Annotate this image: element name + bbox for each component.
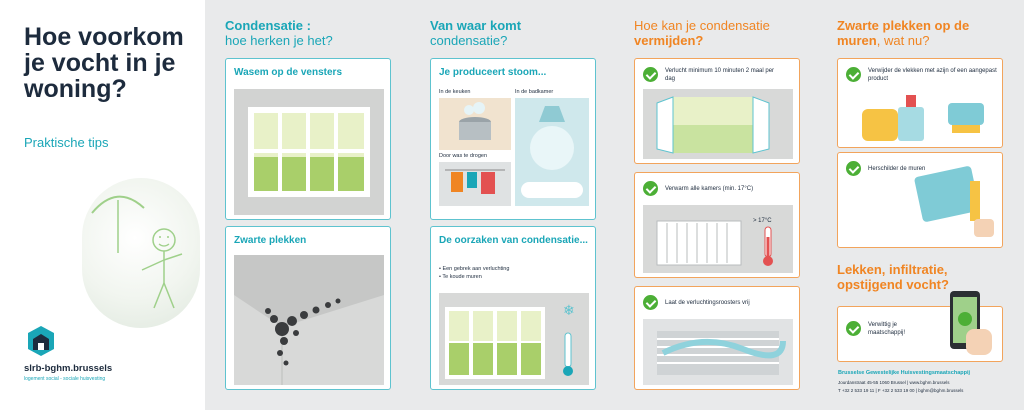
label-bathroom: In de badkamer bbox=[515, 89, 554, 95]
tip-remove-spots-text: Verwijder de vlekken met azijn of een aa… bbox=[868, 68, 997, 82]
check-icon bbox=[846, 161, 861, 176]
card-title: Wasem op de vensters bbox=[234, 67, 343, 78]
card-tip-contact: Verwittig je maatschappij! bbox=[837, 291, 1003, 362]
card-steam-sources: Je produceert stoom... In de keuken In d… bbox=[430, 58, 596, 220]
col1-heading: Condensatie : hoe herken je het? bbox=[225, 18, 333, 48]
col1-heading-normal: hoe herken je het? bbox=[225, 33, 333, 48]
logo-icon bbox=[28, 326, 54, 356]
tip-ventilate-text: Verlucht minimum 10 minuten 2 maal per d… bbox=[665, 68, 775, 82]
tip-vents-text: Laat de verluchtingsroosters vrij bbox=[665, 300, 750, 306]
card-tip-repaint: Herschilder de muren bbox=[837, 152, 1003, 248]
card-window-condensation: Wasem op de vensters bbox=[225, 58, 391, 220]
cleaning-spray-illustration bbox=[862, 95, 984, 141]
col2-heading-bold: Van waar komt bbox=[430, 18, 522, 33]
bathroom-steam-illustration bbox=[515, 98, 589, 206]
col4-heading-2: Lekken, infiltratie, opstijgend vocht? bbox=[837, 262, 949, 292]
label-kitchen: In de keuken bbox=[439, 89, 471, 95]
col3-heading-normal: Hoe kan je condensatie bbox=[634, 18, 770, 33]
check-icon bbox=[643, 295, 658, 310]
left-panel: Hoe voorkom je vocht in je woning? Prakt… bbox=[0, 0, 205, 410]
window-condensation-illustration bbox=[234, 89, 384, 215]
tip-repaint-text: Herschilder de muren bbox=[868, 166, 926, 172]
tip-heat-text: Verwarm alle kamers (min. 17°C) bbox=[665, 186, 754, 192]
temperature-label: > 17°C bbox=[753, 218, 772, 224]
col4-heading-bold: Zwarte plekken op de muren bbox=[837, 18, 970, 48]
cause-cold-walls: • Te koude muren bbox=[439, 274, 482, 280]
bubble-illustration bbox=[82, 178, 200, 328]
check-icon bbox=[846, 321, 861, 336]
footer-organization: Brusselse Gewestelijke Huisvestingsmaats… bbox=[838, 370, 971, 376]
radiator-illustration bbox=[643, 205, 793, 273]
page-subtitle: Praktische tips bbox=[24, 135, 109, 150]
boiling-pot-illustration bbox=[439, 98, 511, 150]
col1-heading-bold: Condensatie : bbox=[225, 18, 311, 33]
open-window-illustration bbox=[643, 89, 793, 159]
mold-corner-illustration bbox=[234, 255, 384, 385]
label-drying: Door was te drogen bbox=[439, 153, 487, 159]
col3-heading: Hoe kan je condensatie vermijden? bbox=[634, 18, 770, 48]
col4-heading-normal: , wat nu? bbox=[876, 33, 930, 48]
footer-address: Jourdanstraat 45-55 1060 Brussel | www.b… bbox=[838, 380, 950, 385]
card-tip-ventilate: Verlucht minimum 10 minuten 2 maal per d… bbox=[634, 58, 800, 164]
phone-illustration bbox=[950, 291, 992, 355]
col3-heading-bold: vermijden? bbox=[634, 33, 704, 48]
col2-heading: Van waar komt condensatie? bbox=[430, 18, 521, 48]
footer-contact: T +32 2 533 19 11 | F +32 2 533 19 00 | … bbox=[838, 388, 964, 393]
card-tip-vents: Laat de verluchtingsroosters vrij bbox=[634, 286, 800, 390]
card-black-spots: Zwarte plekken bbox=[225, 226, 391, 390]
card-title: De oorzaken van condensatie... bbox=[439, 235, 588, 246]
logo-name: slrb-bghm.brussels bbox=[24, 363, 113, 374]
main-panel: Condensatie : hoe herken je het? Wasem o… bbox=[205, 0, 1024, 410]
paint-roller-illustration bbox=[914, 166, 994, 237]
check-icon bbox=[643, 67, 658, 82]
check-icon bbox=[643, 181, 658, 196]
vent-grille-illustration bbox=[643, 319, 793, 385]
col2-heading-normal: condensatie? bbox=[430, 33, 508, 48]
umbrella-man-illustration bbox=[91, 195, 183, 309]
card-causes: De oorzaken van condensatie... • Een geb… bbox=[430, 226, 596, 390]
drying-rack-illustration bbox=[439, 162, 511, 206]
svg-text:❄: ❄ bbox=[563, 303, 575, 319]
card-title: Je produceert stoom... bbox=[439, 67, 547, 78]
card-tip-remove-spots: Verwijder de vlekken met azijn of een aa… bbox=[837, 58, 1003, 148]
card-title: Zwarte plekken bbox=[234, 235, 307, 246]
check-icon bbox=[846, 67, 861, 82]
tip-contact-text: Verwittig je maatschappij! bbox=[868, 322, 906, 336]
page-title: Hoe voorkom je vocht in je woning? bbox=[24, 23, 184, 103]
logo-tagline: logement social - sociale huisvesting bbox=[24, 376, 106, 382]
window-cold-illustration: ❄ bbox=[439, 293, 589, 385]
card-tip-heat: Verwarm alle kamers (min. 17°C) > 17°C bbox=[634, 172, 800, 278]
col4-heading: Zwarte plekken op de muren, wat nu? bbox=[837, 18, 997, 48]
cause-ventilation: • Een gebrek aan verluchting bbox=[439, 266, 510, 272]
